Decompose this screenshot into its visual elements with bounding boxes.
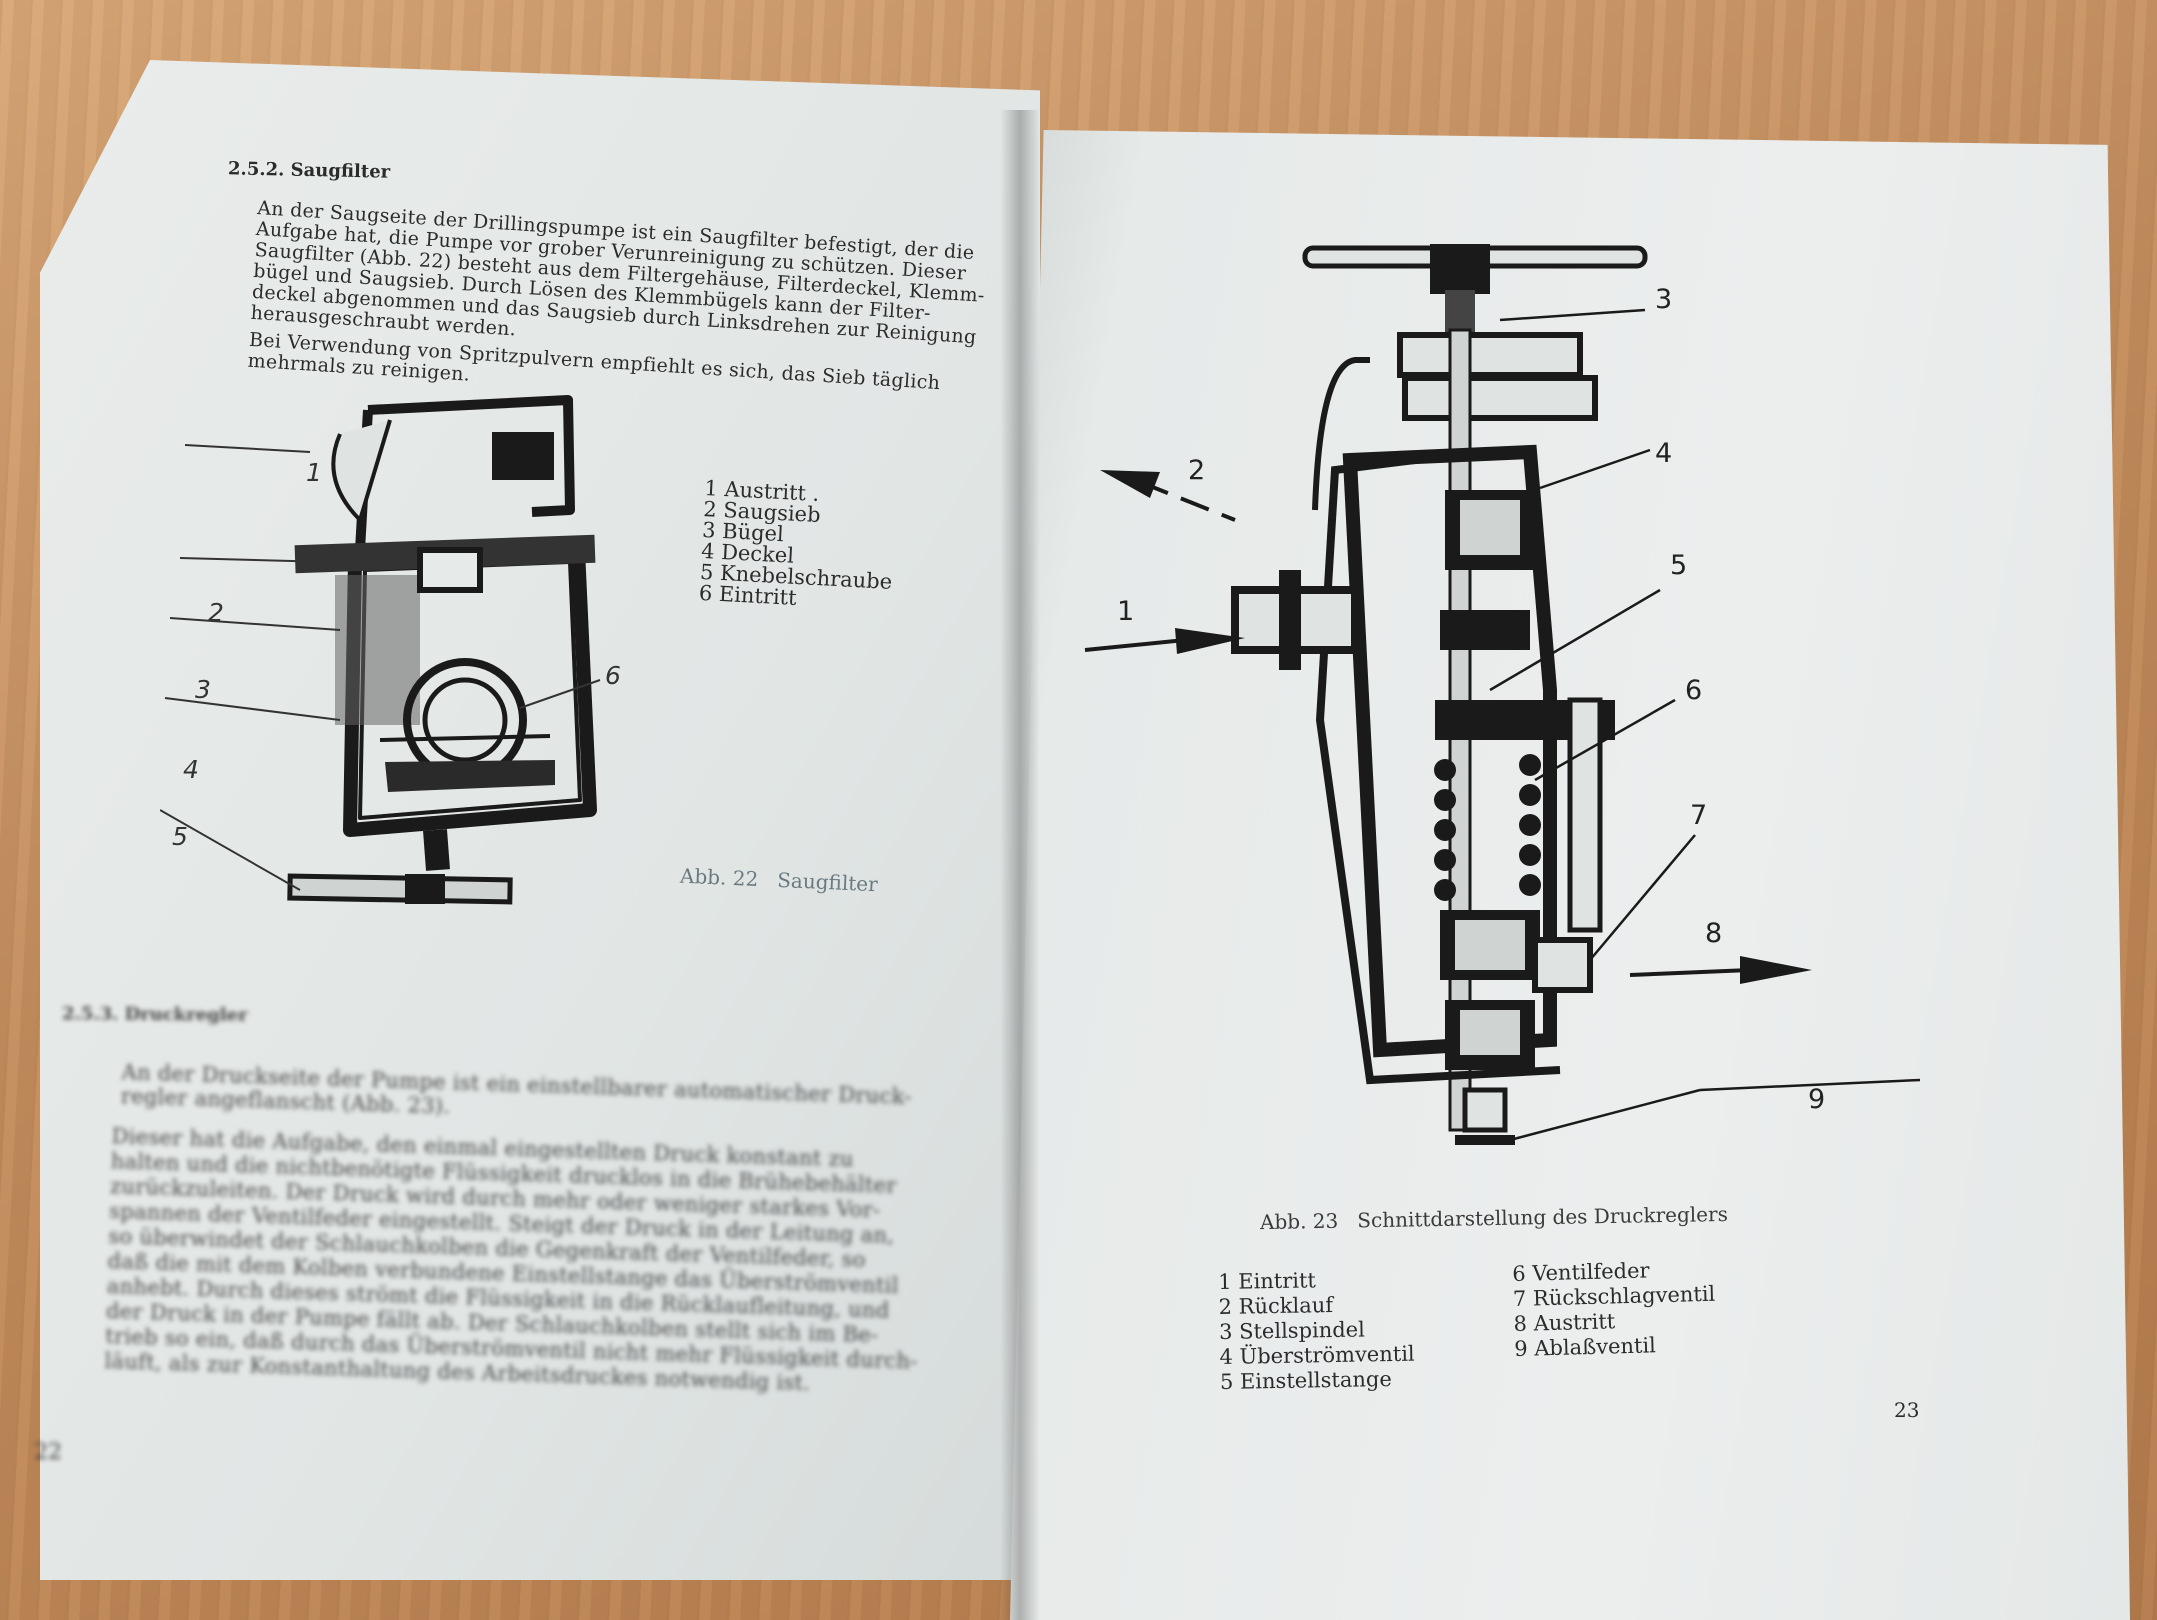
diagram2-number-1: 1 bbox=[1117, 596, 1135, 627]
diagram2-number-7: 7 bbox=[1690, 800, 1708, 831]
druckregler-legend-col1: 1 Eintritt 2 Rücklauf 3 Stellspindel 4 Ü… bbox=[1218, 1267, 1415, 1395]
page-number-left: 22 bbox=[34, 1440, 62, 1465]
legend-item: 9 Ablaßventil bbox=[1513, 1333, 1657, 1361]
diagram1-number-1: 1 bbox=[306, 458, 322, 487]
druckregler-paragraph: Dieser hat die Aufgabe, den einmal einge… bbox=[104, 1124, 924, 1399]
diagram1-number-2: 2 bbox=[208, 598, 224, 627]
diagram2-number-6: 6 bbox=[1685, 675, 1703, 706]
legend-item: 1 Eintritt bbox=[1218, 1268, 1317, 1294]
legend-item: 5 Einstellstange bbox=[1219, 1366, 1392, 1394]
diagram1-number-3: 3 bbox=[195, 675, 211, 704]
druckregler-legend-col2: 6 Ventilfeder 7 Rückschlagventil 8 Austr… bbox=[1512, 1257, 1717, 1362]
diagram1-number-4: 4 bbox=[183, 755, 199, 784]
diagram2-number-2: 2 bbox=[1188, 455, 1206, 486]
legend-item: 4 Überströmventil bbox=[1219, 1341, 1415, 1369]
section-heading-druckregler: 2.5.3. Druckregler bbox=[61, 1003, 248, 1026]
druckregler-diagram bbox=[1084, 244, 1920, 1145]
diagram1-number-6: 6 bbox=[605, 661, 621, 690]
book-gutter bbox=[1000, 110, 1040, 1620]
section-heading-saugfilter: 2.5.2. Saugfilter bbox=[227, 158, 391, 183]
diagram2-number-3: 3 bbox=[1655, 284, 1673, 315]
diagram2-number-5: 5 bbox=[1670, 550, 1688, 581]
diagram2-number-8: 8 bbox=[1705, 918, 1723, 949]
diagram1-number-5: 5 bbox=[172, 822, 188, 851]
legend-item: 3 Stellspindel bbox=[1218, 1317, 1366, 1344]
diagram2-number-4: 4 bbox=[1655, 438, 1673, 469]
saugfilter-legend: 1 Austritt . 2 Saugsieb 3 Bügel 4 Deckel… bbox=[698, 476, 897, 614]
page-number-right: 23 bbox=[1894, 1398, 1920, 1422]
legend-item: 2 Rücklauf bbox=[1218, 1292, 1334, 1319]
diagram2-number-9: 9 bbox=[1808, 1084, 1826, 1115]
saugfilter-diagram bbox=[160, 395, 601, 905]
